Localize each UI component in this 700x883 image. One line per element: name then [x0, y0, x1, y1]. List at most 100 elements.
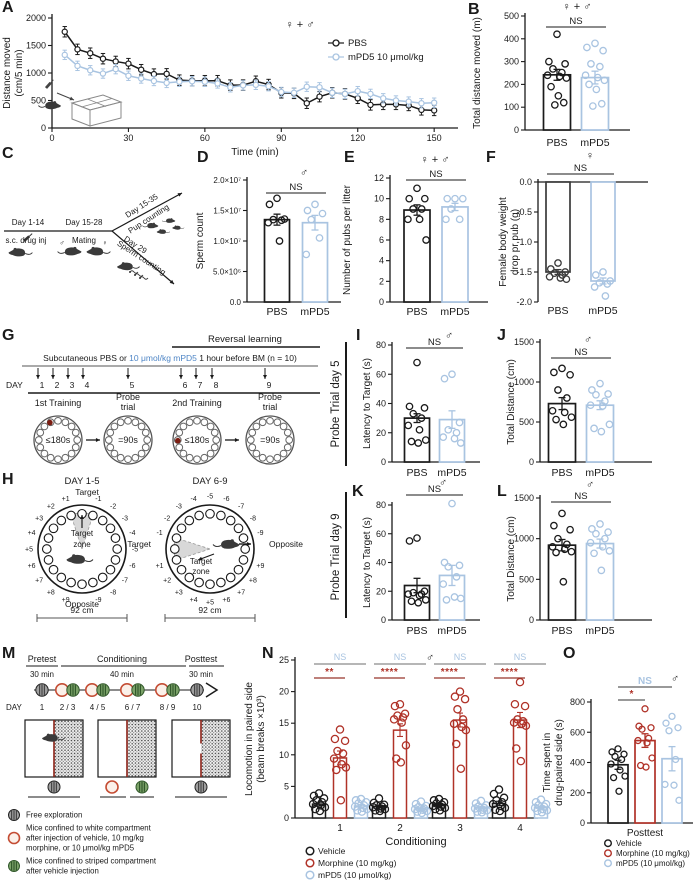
data-point: [398, 713, 408, 722]
svg-text:mPD5: mPD5: [437, 625, 466, 637]
data-point: [307, 215, 316, 224]
data-point: [517, 719, 526, 729]
svg-text:Target: Target: [127, 539, 151, 549]
svg-text:+6: +6: [222, 597, 230, 604]
svg-text:♀ + ♂: ♀ + ♂: [285, 19, 314, 31]
data-point: [99, 55, 107, 62]
svg-text:120: 120: [350, 133, 365, 143]
svg-text:+3: +3: [175, 589, 183, 596]
data-point: [455, 561, 464, 570]
data-point: [396, 758, 406, 767]
data-point: [239, 82, 247, 89]
svg-text:8: 8: [379, 214, 384, 224]
data-point: [550, 101, 559, 109]
svg-text:30: 30: [123, 133, 133, 143]
svg-text:10: 10: [374, 194, 384, 204]
data-point: [550, 368, 558, 377]
data-point: [592, 85, 601, 94]
bar: [585, 404, 615, 463]
svg-text:Number of pubs per litter: Number of pubs per litter: [342, 184, 353, 295]
data-point: [601, 292, 610, 300]
svg-text:PBS: PBS: [266, 306, 287, 318]
svg-text:Vehicle: Vehicle: [318, 846, 346, 856]
svg-text:PBS: PBS: [547, 305, 568, 317]
data-point: [87, 50, 94, 57]
svg-text:Distance moved: Distance moved: [2, 37, 13, 109]
svg-text:800: 800: [570, 697, 585, 707]
svg-text:mPD5 10 μmol/kg: mPD5 10 μmol/kg: [348, 52, 424, 63]
open-field-cage-icon: [38, 79, 123, 127]
svg-text:10: 10: [279, 750, 289, 760]
svg-text:Morphine (10 mg/kg): Morphine (10 mg/kg): [616, 849, 690, 858]
data-point: [252, 81, 260, 89]
svg-text:****: ****: [441, 667, 459, 678]
data-point: [311, 200, 319, 209]
svg-text:Probe: Probe: [116, 392, 140, 402]
data-point: [354, 95, 361, 102]
data-point: [405, 402, 414, 411]
data-point: [415, 591, 424, 600]
data-point: [401, 741, 411, 750]
data-point: [561, 60, 569, 68]
svg-text:NS: NS: [428, 484, 441, 495]
data-point: [554, 259, 562, 267]
svg-text:+2: +2: [163, 578, 171, 585]
data-point: [515, 677, 525, 687]
data-point: [566, 525, 574, 534]
svg-text:Time (min): Time (min): [231, 147, 278, 158]
svg-text:Target: Target: [71, 529, 94, 538]
data-point: [588, 386, 596, 394]
legend-marker: [603, 859, 612, 868]
svg-text:2 / 3: 2 / 3: [60, 703, 76, 712]
svg-text:♂: ♂: [59, 240, 64, 247]
data-point: [583, 43, 591, 52]
data-point: [554, 534, 562, 543]
data-point: [448, 370, 456, 379]
data-point: [644, 734, 653, 742]
svg-text:≤180s: ≤180s: [185, 435, 210, 445]
data-point: [150, 77, 158, 85]
svg-text:after vehicle injection: after vehicle injection: [26, 867, 99, 876]
data-point: [265, 200, 274, 209]
data-point: [409, 205, 417, 213]
svg-text:trial: trial: [263, 402, 278, 412]
panel-label-i: I: [356, 327, 361, 344]
svg-text:Free exploration: Free exploration: [26, 811, 82, 820]
svg-text:+9: +9: [256, 563, 264, 570]
svg-text:Mice confined to white compart: Mice confined to white compartment: [26, 824, 152, 833]
data-point: [596, 520, 604, 528]
data-point: [450, 434, 459, 443]
panel-label-g: G: [2, 327, 15, 344]
data-point: [494, 785, 504, 794]
data-point: [563, 394, 571, 402]
mouse-icon: [172, 225, 185, 230]
svg-text:3: 3: [457, 823, 463, 834]
svg-text:8: 8: [214, 380, 219, 390]
svg-text:Probe: Probe: [258, 392, 282, 402]
data-point: [329, 89, 336, 97]
svg-text:12: 12: [374, 173, 384, 183]
data-point: [417, 205, 426, 213]
svg-text:+7: +7: [35, 578, 43, 585]
svg-text:Total Distance (cm): Total Distance (cm): [506, 516, 517, 602]
data-point: [461, 725, 471, 735]
svg-text:10: 10: [193, 703, 202, 712]
data-point: [597, 566, 606, 575]
svg-text:200: 200: [570, 788, 585, 798]
data-point: [607, 760, 615, 768]
data-point: [601, 534, 609, 543]
svg-text:Target: Target: [190, 557, 213, 566]
data-point: [512, 744, 521, 753]
svg-text:+1: +1: [62, 496, 70, 503]
data-point: [442, 215, 450, 224]
svg-text:Opposite: Opposite: [269, 539, 303, 549]
data-point: [455, 215, 464, 224]
data-point: [491, 805, 500, 815]
data-point: [554, 386, 562, 394]
